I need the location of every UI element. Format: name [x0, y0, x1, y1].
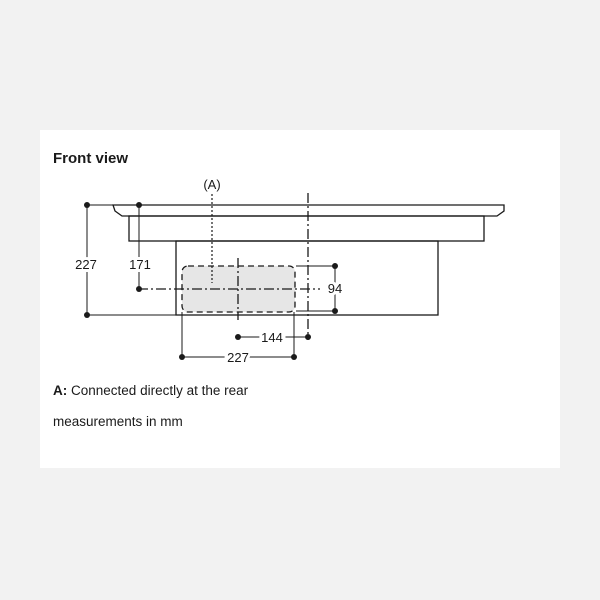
dim-dot — [291, 354, 297, 360]
dim-outlet-width-label: 227 — [227, 350, 249, 365]
dim-dot — [179, 354, 185, 360]
extraction-box — [175, 240, 439, 316]
connection-note-key: A: — [53, 383, 68, 398]
dim-outlet-height-label: 94 — [328, 281, 342, 296]
connection-note: A: Connected directly at the rear — [53, 383, 248, 398]
dim-dot — [136, 202, 142, 208]
drawing-panel — [40, 130, 560, 468]
dim-dot — [332, 263, 338, 269]
page-title: Front view — [53, 150, 129, 167]
units-note: measurements in mm — [53, 414, 183, 429]
connection-note-text: Connected directly at the rear — [71, 383, 249, 398]
dim-offset-width-label: 144 — [261, 330, 283, 345]
dim-inner-height-label: 171 — [129, 257, 151, 272]
dim-dot — [235, 334, 241, 340]
dim-dot — [332, 308, 338, 314]
hob-top-plate — [112, 204, 505, 217]
callout-label: (A) — [203, 177, 220, 192]
dim-dot — [305, 334, 311, 340]
hob-body — [128, 215, 485, 242]
dim-dot — [136, 286, 142, 292]
dim-dot — [84, 312, 90, 318]
dim-dot — [84, 202, 90, 208]
dim-overall-height-label: 227 — [75, 257, 97, 272]
